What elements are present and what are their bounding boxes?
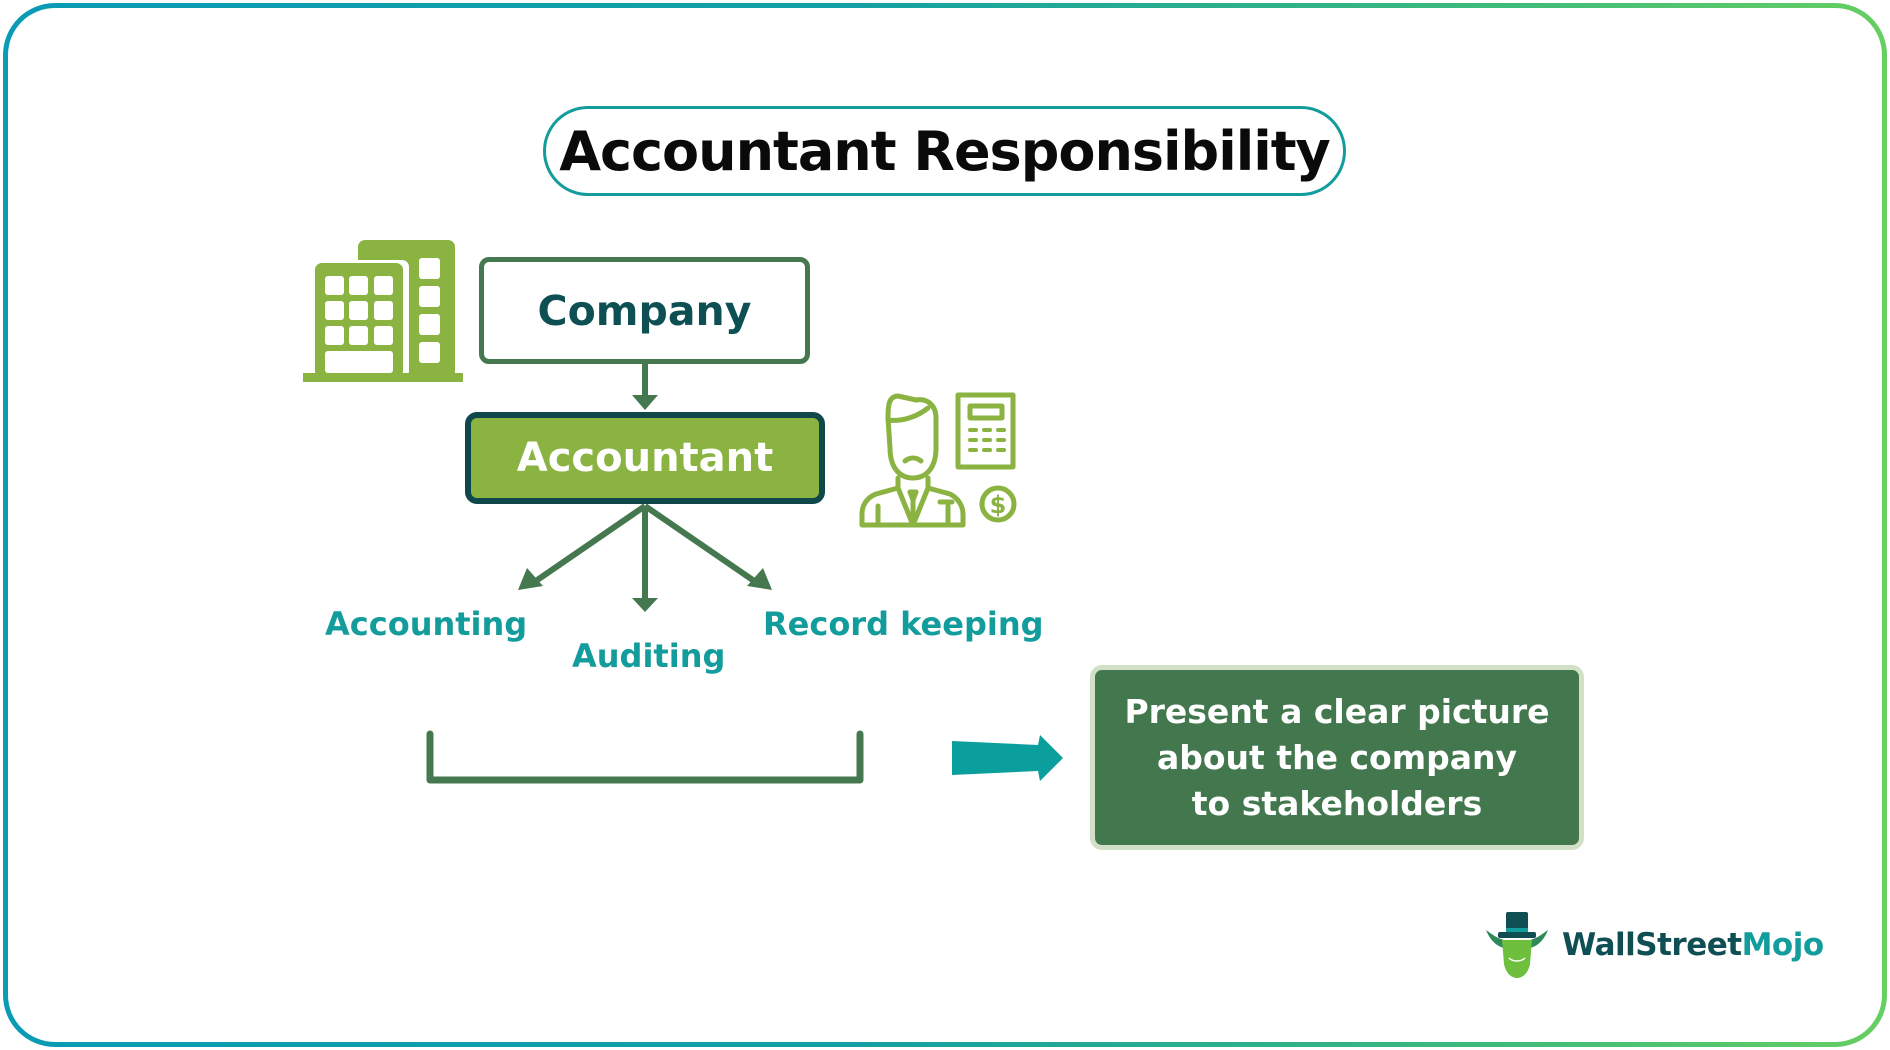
arrow-down-icon xyxy=(632,364,658,410)
right-arrow-icon xyxy=(952,735,1063,781)
bull-logo-icon xyxy=(1486,912,1548,978)
accountant-node: Accountant xyxy=(465,412,825,504)
outcome-label: Present a clear picture about the compan… xyxy=(1124,691,1550,823)
accountant-with-calculator-icon: $ xyxy=(859,392,1017,528)
outcome-node: Present a clear picture about the compan… xyxy=(1090,665,1584,850)
company-label: Company xyxy=(537,286,752,335)
title-pill: Accountant Responsibility xyxy=(543,106,1346,196)
page-title: Accountant Responsibility xyxy=(559,119,1330,183)
responsibility-accounting: Accounting xyxy=(325,605,528,643)
brand-logo: WallStreetMojo xyxy=(1482,910,1824,980)
svg-text:$: $ xyxy=(990,491,1007,519)
responsibility-record-keeping: Record keeping xyxy=(763,605,1044,643)
responsibility-auditing: Auditing xyxy=(572,637,726,675)
accountant-label: Accountant xyxy=(516,435,774,481)
brand-name: WallStreetMojo xyxy=(1562,927,1824,963)
building-icon xyxy=(303,240,463,382)
company-node: Company xyxy=(479,257,810,364)
